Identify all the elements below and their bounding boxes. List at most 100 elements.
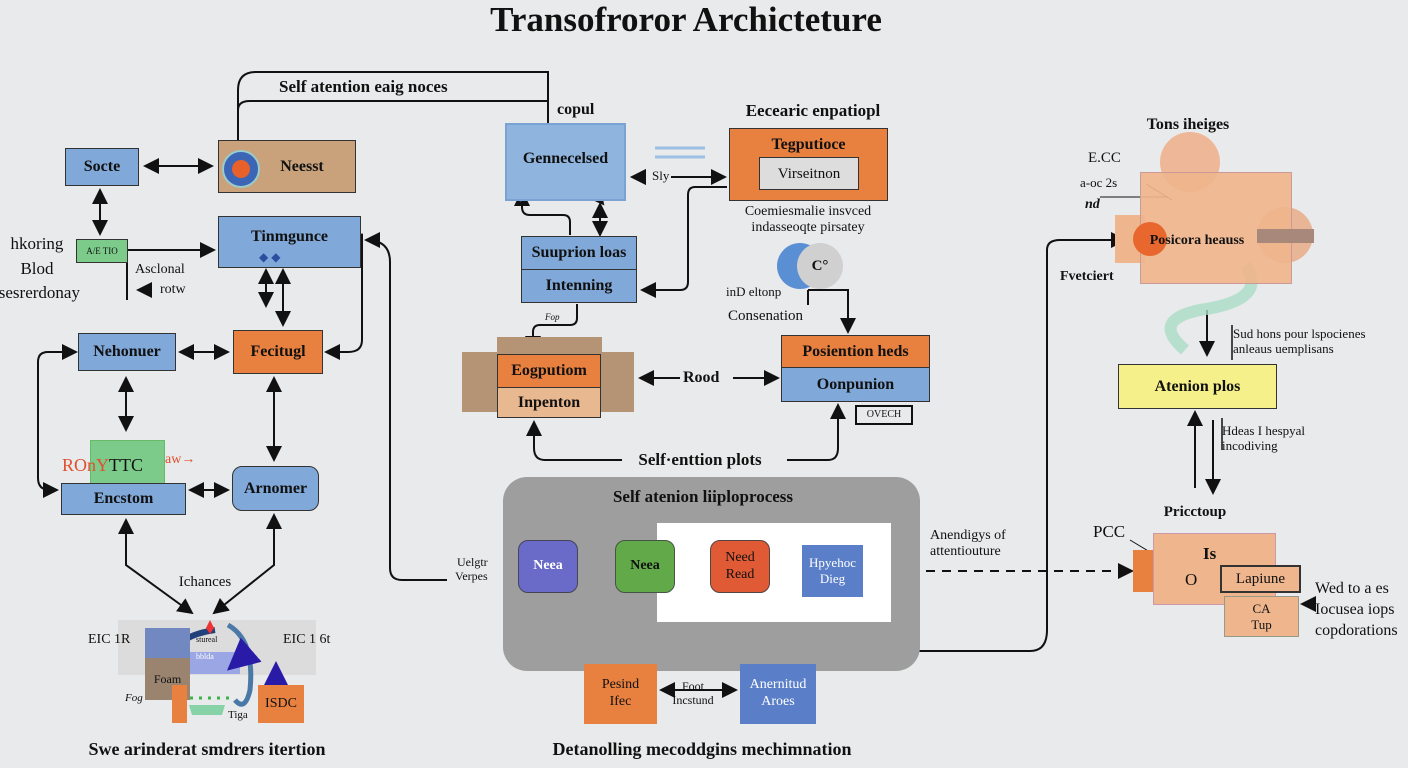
rotw-label: rotw: [160, 282, 186, 297]
arnomer-box[interactable]: Arnomer: [232, 466, 319, 511]
anendigys-line: Anendigys of: [930, 528, 1006, 543]
posicora-label: Posicora heauss: [1149, 233, 1245, 248]
tup-label: Tup: [1251, 616, 1272, 632]
ca-label: CA: [1252, 600, 1271, 616]
self-plots-label: Self·enttion plots: [638, 450, 762, 469]
ronyttc-black: TTC: [109, 455, 144, 475]
node-hpyehoc-dieg[interactable]: Hpyehoc Dieg: [802, 545, 863, 597]
tegputioce-label: Tegputioce: [771, 136, 846, 153]
rood-label: Rood: [683, 369, 720, 386]
coemies-line: Coemiesmalie insvced: [744, 204, 872, 219]
anendigys-line: attentiouture: [930, 544, 1001, 560]
page-title: Transofroror Archicteture: [490, 0, 882, 39]
left-caption: Swe arinderat smdrers itertion: [88, 739, 326, 759]
pricctoup-label: Pricctoup: [1163, 504, 1227, 520]
orange-dot: [1133, 222, 1167, 256]
uelgtr-line: Uelgtr: [457, 555, 488, 569]
pcc-orange-tab: [1133, 550, 1155, 592]
posiention-box[interactable]: Posiention heds: [781, 335, 930, 368]
foot-line: Incstund: [672, 692, 714, 707]
o-label: O: [1185, 570, 1198, 589]
sud-line: anleaus uemplisans: [1233, 340, 1334, 356]
side-label-line: lsesrerdonay: [0, 283, 80, 303]
diamond-icons: ◆ ◆: [259, 250, 281, 264]
target-icon: [222, 150, 260, 188]
c-circle: C°: [797, 243, 843, 289]
fog-label: Fog: [125, 692, 143, 704]
tons-label: Tons iheiges: [1146, 116, 1230, 133]
eic-right-label: EIC 1 6t: [283, 632, 331, 647]
nd-label: nd: [1085, 197, 1100, 212]
middle-caption: Detanolling mecoddgins mechimnation: [552, 739, 852, 759]
aoc-label: a-oc 2s: [1080, 175, 1118, 190]
fecitugl-box[interactable]: Fecitugl: [233, 330, 323, 374]
tiga-label: Tiga: [228, 709, 248, 721]
tinmgunce-box[interactable]: Tinmgunce: [218, 216, 361, 268]
posicora-box[interactable]: [1140, 172, 1292, 284]
nehonuer-box[interactable]: Nehonuer: [78, 333, 176, 371]
isdc-box[interactable]: ISDC: [258, 685, 304, 723]
hdeas-line: Hdeas I hespyal: [1222, 423, 1306, 438]
coemies-line: indasseoqte pirsatey: [751, 220, 865, 236]
top-loop-label: Self atention eaig noces: [275, 77, 452, 97]
hdeas-line: incodiving: [1222, 437, 1278, 453]
consenation-label: Consenation: [728, 308, 803, 324]
ecc-label: E.CC: [1088, 150, 1121, 166]
ichances-label: Ichances: [178, 574, 232, 590]
aw-label: aw→: [165, 452, 196, 467]
gennecelsed-box[interactable]: Gennecelsed: [505, 123, 626, 201]
tiny-label: bblda: [196, 652, 214, 661]
ae-tio-box[interactable]: A/E TIO: [76, 239, 128, 263]
node-neea-purple[interactable]: Neea: [518, 540, 578, 593]
asclonal-label: Asclonal: [135, 262, 185, 277]
ronyttc-label: ROnYTTC: [62, 455, 143, 476]
side-label: hkoring Blod lsesrerdonay: [0, 234, 92, 303]
node-need-read[interactable]: Need Read: [710, 540, 770, 593]
atenion-plos-box[interactable]: Atenion plos: [1118, 364, 1277, 409]
fvetciert-label: Fvetciert: [1060, 269, 1114, 284]
panel-title: Self atenion liiploprocess: [612, 487, 794, 506]
pesind-box[interactable]: Pesind Ifec: [584, 664, 657, 724]
anernitud-box[interactable]: Anernitud Aroes: [740, 664, 816, 724]
ind-eltonp-label: inD eltonp: [726, 284, 782, 299]
posicora-bar: [1257, 229, 1314, 243]
orange-block: [172, 685, 187, 723]
oonpunion-box[interactable]: Oonpunion: [781, 367, 930, 402]
neesst-label: Neesst: [280, 157, 324, 175]
wed-line: Wed to a es: [1315, 580, 1389, 597]
sud-line: Sud hons pour lspocienes: [1233, 326, 1366, 341]
eogputiom-backdrop-top: [497, 337, 602, 357]
side-label-line: hkoring: [10, 234, 64, 253]
suuprion-box[interactable]: Suuprion loas: [521, 236, 637, 270]
sly-label: Sly: [650, 168, 672, 184]
node-neea-green[interactable]: Neea: [615, 540, 675, 593]
foot-line: Foot: [681, 679, 705, 693]
ronyttc-red: ROnY: [62, 455, 110, 475]
wed-line: Iocusea iops: [1315, 600, 1395, 618]
lapiune-box[interactable]: Lapiune: [1220, 565, 1301, 593]
ovech-box[interactable]: OVECH: [855, 405, 913, 425]
eecearic-label: Eecearic enpatiopl: [745, 101, 881, 120]
virseitnon-box[interactable]: Virseitnon: [759, 157, 859, 190]
fop-label: Fop: [545, 312, 560, 322]
copul-label: copul: [557, 101, 595, 118]
intenning-box[interactable]: Intenning: [521, 269, 637, 303]
eogputiom-box[interactable]: Eogputiom: [497, 354, 601, 388]
encstom-box[interactable]: Encstom: [61, 483, 186, 515]
uelgtr-line: Verpes: [455, 568, 488, 583]
wed-label: Wed to a es Iocusea iops copdorations: [1315, 579, 1398, 641]
eic-left-label: EIC 1R: [88, 632, 131, 647]
tiny-label: stureal: [196, 635, 218, 644]
is-label: Is: [1203, 544, 1217, 563]
socte-box[interactable]: Socte: [65, 148, 139, 186]
foam-top: [145, 628, 190, 658]
inpenton-box[interactable]: Inpenton: [497, 387, 601, 418]
wed-line: copdorations: [1315, 621, 1398, 639]
